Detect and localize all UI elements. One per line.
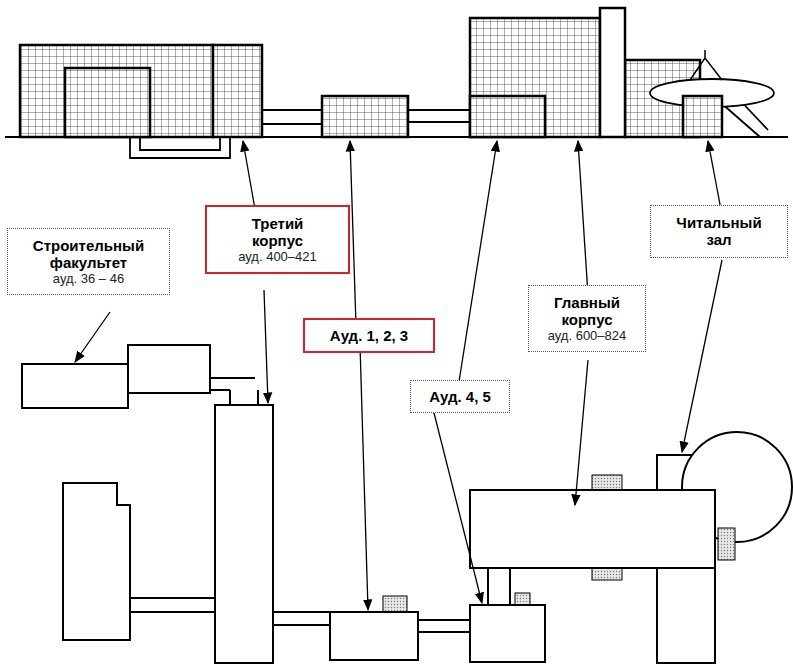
building-plan <box>22 345 792 663</box>
building-elevation <box>5 8 788 158</box>
callout-title: Главный корпус <box>537 294 637 329</box>
building-callout: Читальный зал <box>650 205 788 258</box>
room-callout: Ауд. 1, 2, 3 <box>303 318 435 353</box>
callout-title: Ауд. 4, 5 <box>419 388 501 405</box>
leader-lines <box>75 141 722 610</box>
room-range: ауд. 600–824 <box>537 329 637 344</box>
callout-title: Третий корпус <box>235 215 320 250</box>
callout-title: Ауд. 1, 2, 3 <box>313 327 425 344</box>
room-range: ауд. 36 – 46 <box>16 272 161 287</box>
callout-title: Строительный факультет <box>16 237 161 272</box>
building-callout: Главный корпусауд. 600–824 <box>528 285 646 352</box>
building-callout: Третий корпусауд. 400–421 <box>205 205 350 274</box>
building-callout: Строительный факультетауд. 36 – 46 <box>7 228 170 295</box>
room-range: ауд. 400–421 <box>235 250 320 265</box>
callout-title: Читальный зал <box>673 214 765 249</box>
room-callout: Ауд. 4, 5 <box>410 380 510 413</box>
